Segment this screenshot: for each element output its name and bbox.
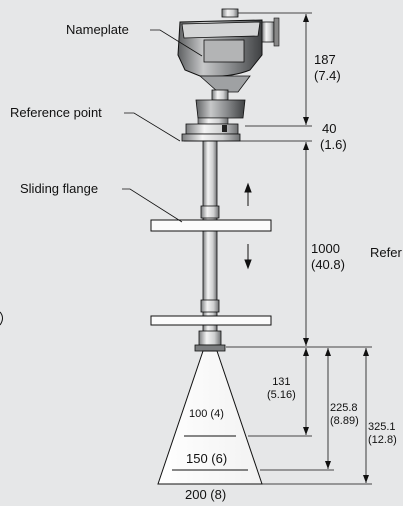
rod-collar-upper [200,205,220,219]
horn-size-100: 100 (4) [189,408,224,420]
dim-ref-to-nozzle-in: (1.6) [320,137,347,152]
dim-ref-to-nozzle: 40 (1.6) [320,121,347,153]
nameplate-label: Nameplate [66,22,129,37]
dim-horn-150: 225.8 (8.89) [330,402,359,428]
dim-horn-100: 131 (5.16) [267,376,296,402]
dim-horn-100-in: (5.16) [267,389,296,401]
edge-marker [0,311,3,326]
flange-movement-arrows [244,182,252,270]
dim-ref-to-nozzle-mm: 40 [322,121,337,136]
antenna-rod [202,140,218,347]
dim-head-height-in: (7.4) [314,68,341,83]
dim-rod-length: 1000 (40.8) [311,241,345,273]
horn-size-200: 200 (8) [185,487,227,502]
dim-rod-length-mm: 1000 [311,241,340,256]
dim-horn-200-in: (12.8) [368,434,397,446]
sliding-flange-upper [150,219,272,232]
dim-rod-length-in: (40.8) [311,257,345,272]
horn-nozzle [198,330,222,346]
dim-horn-150-in: (8.89) [330,415,359,427]
dimension-lines [184,12,372,485]
dim-horn-200: 325.1 (12.8) [368,421,397,447]
dim-horn-100-mm: 131 [272,376,291,388]
dim-horn-150-mm: 225.8 [330,402,358,414]
dimension-arrowheads [303,14,369,483]
transmitter-housing [177,8,280,142]
reference-point-label: Reference point [10,105,102,120]
callout-leaders [122,29,203,223]
dim-head-height: 187 (7.4) [314,52,341,84]
horn-size-150: 150 (6) [186,451,228,466]
dim-head-height-mm: 187 [314,52,336,67]
rod-collar-lower [200,299,220,313]
dim-horn-200-mm: 325.1 [368,421,396,433]
horn-collar [194,344,226,352]
reference-label-clipped: Refer [370,245,402,260]
sliding-flange-lower [150,315,272,326]
sliding-flange-label: Sliding flange [20,181,99,196]
